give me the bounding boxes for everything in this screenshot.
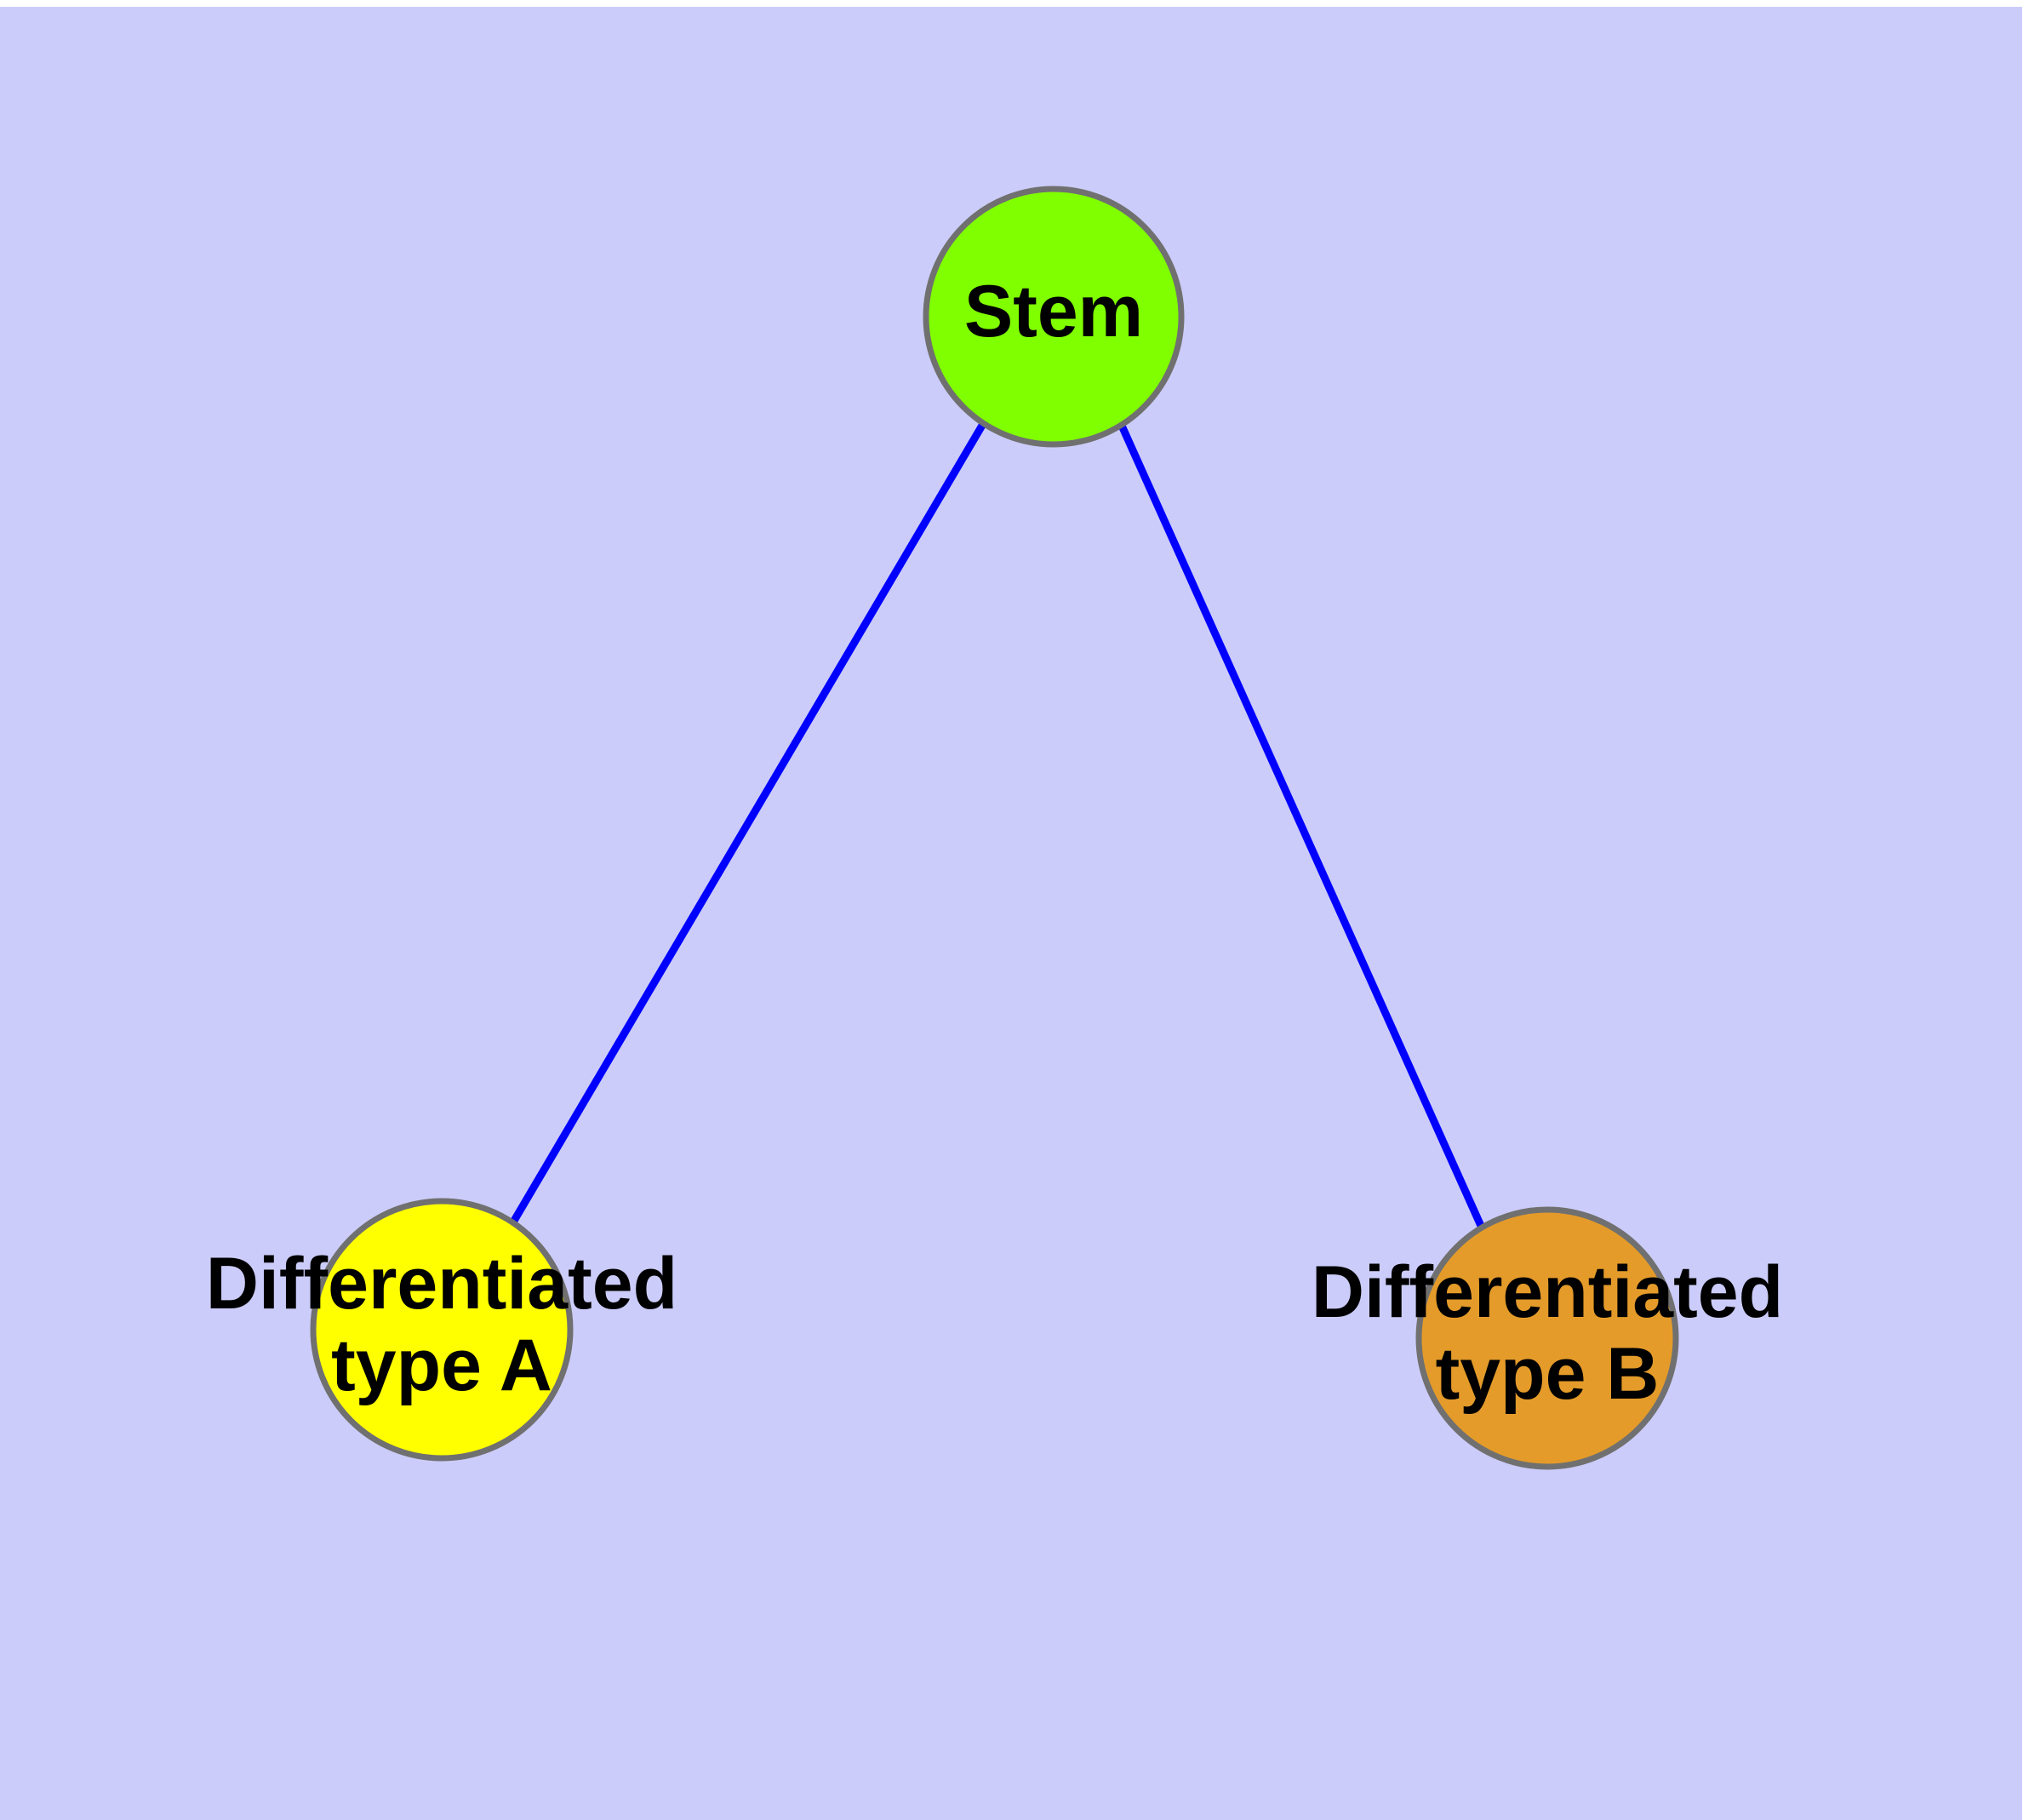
label-line: type A <box>331 1325 552 1406</box>
edge-stem-to-diff-a[interactable] <box>511 421 986 1223</box>
edge-layer <box>511 421 1485 1228</box>
label-line: Differentiated <box>1312 1251 1783 1333</box>
edge-stem-to-diff-b[interactable] <box>1117 424 1485 1228</box>
label-line: Stem <box>964 271 1143 352</box>
node-stem[interactable] <box>923 186 1185 448</box>
node-layer <box>310 186 1679 1470</box>
label-line: type B <box>1436 1333 1660 1415</box>
node-stem-label: Stem <box>964 271 1143 352</box>
node-differentiated-type-b[interactable] <box>1415 1206 1679 1470</box>
label-line: Differentiated <box>206 1243 677 1325</box>
node-differentiated-type-a[interactable] <box>310 1198 574 1462</box>
